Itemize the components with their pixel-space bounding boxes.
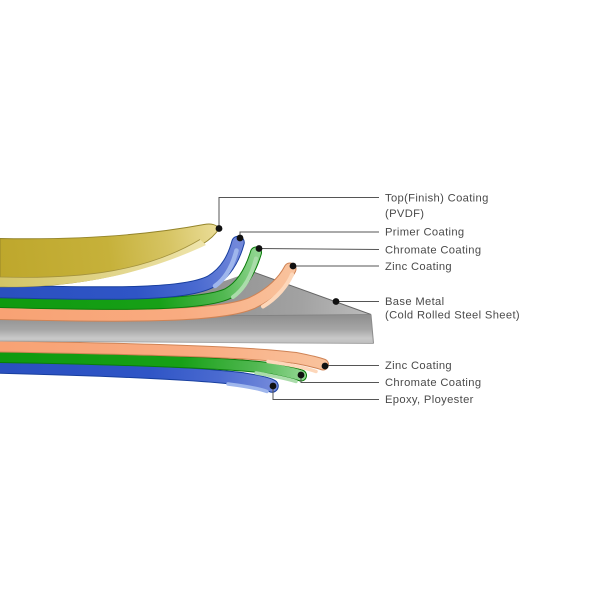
label-chromate-top: Chromate Coating — [385, 245, 481, 257]
base-metal-front-face — [0, 314, 374, 344]
callout-line-epoxy — [272, 386, 379, 400]
chromate-bottom-surface — [0, 352, 306, 381]
label-epoxy: Epoxy, Ployester — [385, 394, 474, 406]
epoxy-layer-edge-highlight — [226, 382, 269, 394]
callout-dot-chromate-top — [255, 245, 263, 252]
zinc-top-edge-highlight — [261, 272, 294, 309]
top-coating-edge-seam — [0, 239, 201, 278]
top-coating-edge-face — [0, 239, 206, 287]
zinc-bottom-layer — [0, 340, 329, 374]
callout-line-chromate-bottom — [300, 375, 379, 383]
chromate-top-surface — [0, 247, 261, 309]
label-base-metal-line2: (Cold Rolled Steel Sheet) — [385, 310, 520, 322]
zinc-top-surface — [0, 263, 296, 321]
callout-line-chromate-top — [258, 248, 380, 250]
chromate-bottom-layer — [0, 351, 307, 384]
callout-dot-base-metal — [332, 298, 340, 305]
label-base-metal: Base Metal — [385, 296, 444, 308]
callout-dot-top-coating — [215, 225, 223, 232]
base-metal-bottom-edge — [0, 340, 374, 344]
top-coating-layer — [0, 223, 220, 288]
primer-layer-surface — [0, 236, 244, 299]
callout-dots — [215, 225, 340, 390]
label-top-coating: Top(Finish) Coating — [385, 193, 489, 205]
label-zinc-bottom: Zinc Coating — [385, 360, 452, 372]
chromate-bottom-edge-highlight — [254, 371, 298, 384]
zinc-top-layer — [0, 262, 297, 322]
epoxy-layer-surface — [0, 361, 278, 392]
callout-dot-zinc-top — [289, 262, 297, 270]
label-primer: Primer Coating — [385, 227, 465, 239]
zinc-bottom-surface — [0, 341, 328, 370]
zinc-bottom-edge-highlight — [266, 359, 318, 374]
primer-layer — [0, 235, 245, 300]
callout-labels: Top(Finish) Coating (PVDF) Primer Coatin… — [385, 193, 520, 407]
label-top-coating-line2: (PVDF) — [385, 208, 424, 220]
primer-layer-edge-highlight — [212, 248, 239, 289]
label-zinc-top: Zinc Coating — [385, 261, 452, 273]
callout-dot-zinc-bottom — [321, 362, 329, 370]
callout-dot-epoxy — [269, 382, 277, 390]
chromate-top-edge-highlight — [231, 256, 258, 299]
callout-line-top-coating — [218, 197, 379, 229]
base-metal-right-edge — [370, 314, 374, 344]
callout-dot-chromate-bottom — [297, 371, 305, 379]
epoxy-layer — [0, 360, 279, 394]
label-chromate-bottom: Chromate Coating — [385, 377, 481, 389]
callout-dot-primer — [236, 234, 244, 242]
base-metal-top-edge — [251, 271, 372, 315]
callout-line-primer — [239, 231, 379, 238]
chromate-top-layer — [0, 246, 262, 310]
